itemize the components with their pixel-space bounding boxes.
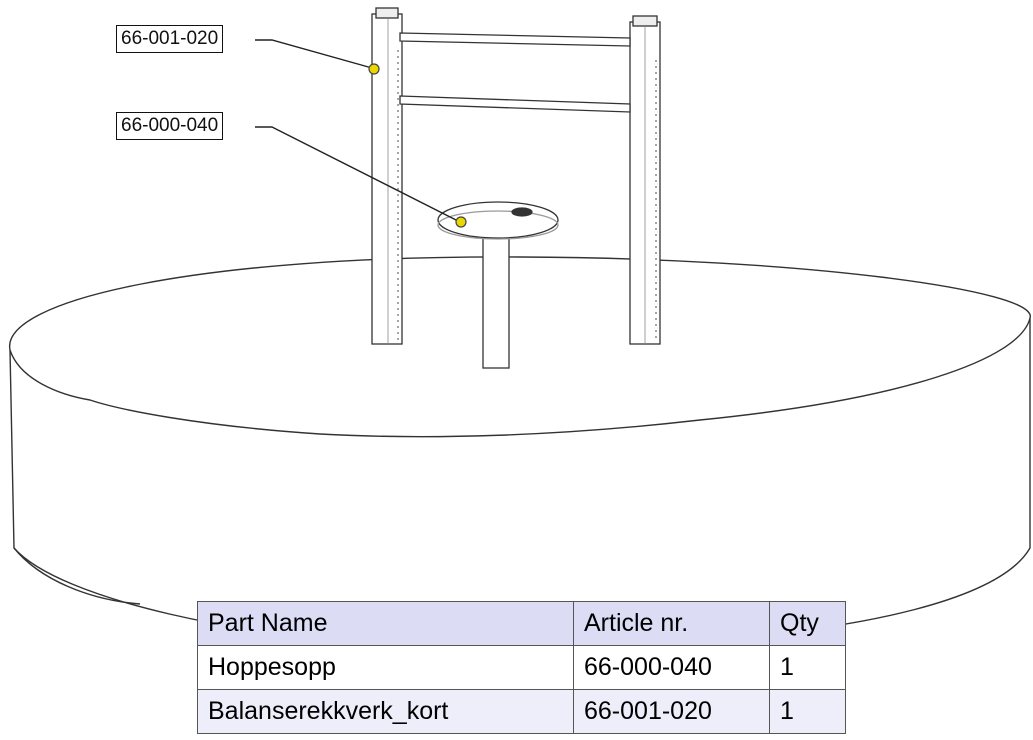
cell-qty: 1 [769,689,846,734]
table-row: Hoppesopp 66-000-040 1 [197,645,846,690]
callout-label-66-000-040: 66-000-040 [116,112,224,140]
header-article: Article nr. [573,601,770,646]
header-qty: Qty [769,601,846,646]
jump-mushroom [437,201,559,369]
platform-base [9,256,1031,647]
callout-label-66-001-020: 66-001-020 [116,25,224,53]
parts-table-header-row: Part Name Article nr. Qty [197,601,846,646]
table-row: Balanserekkverk_kort 66-001-020 1 [197,689,846,734]
callout-dot-66-000-040 [455,216,467,228]
right-post [629,15,661,345]
cell-article: 66-000-040 [573,645,770,690]
header-part-name: Part Name [197,601,574,646]
callout-dot-66-001-020 [368,63,380,75]
leader-lines [255,39,461,223]
cell-qty: 1 [769,645,846,690]
balance-rails [399,32,631,113]
cell-article: 66-001-020 [573,689,770,734]
parts-table: Part Name Article nr. Qty Hoppesopp 66-0… [197,601,846,734]
left-post [371,7,403,345]
cell-part-name: Balanserekkverk_kort [197,689,574,734]
cell-part-name: Hoppesopp [197,645,574,690]
